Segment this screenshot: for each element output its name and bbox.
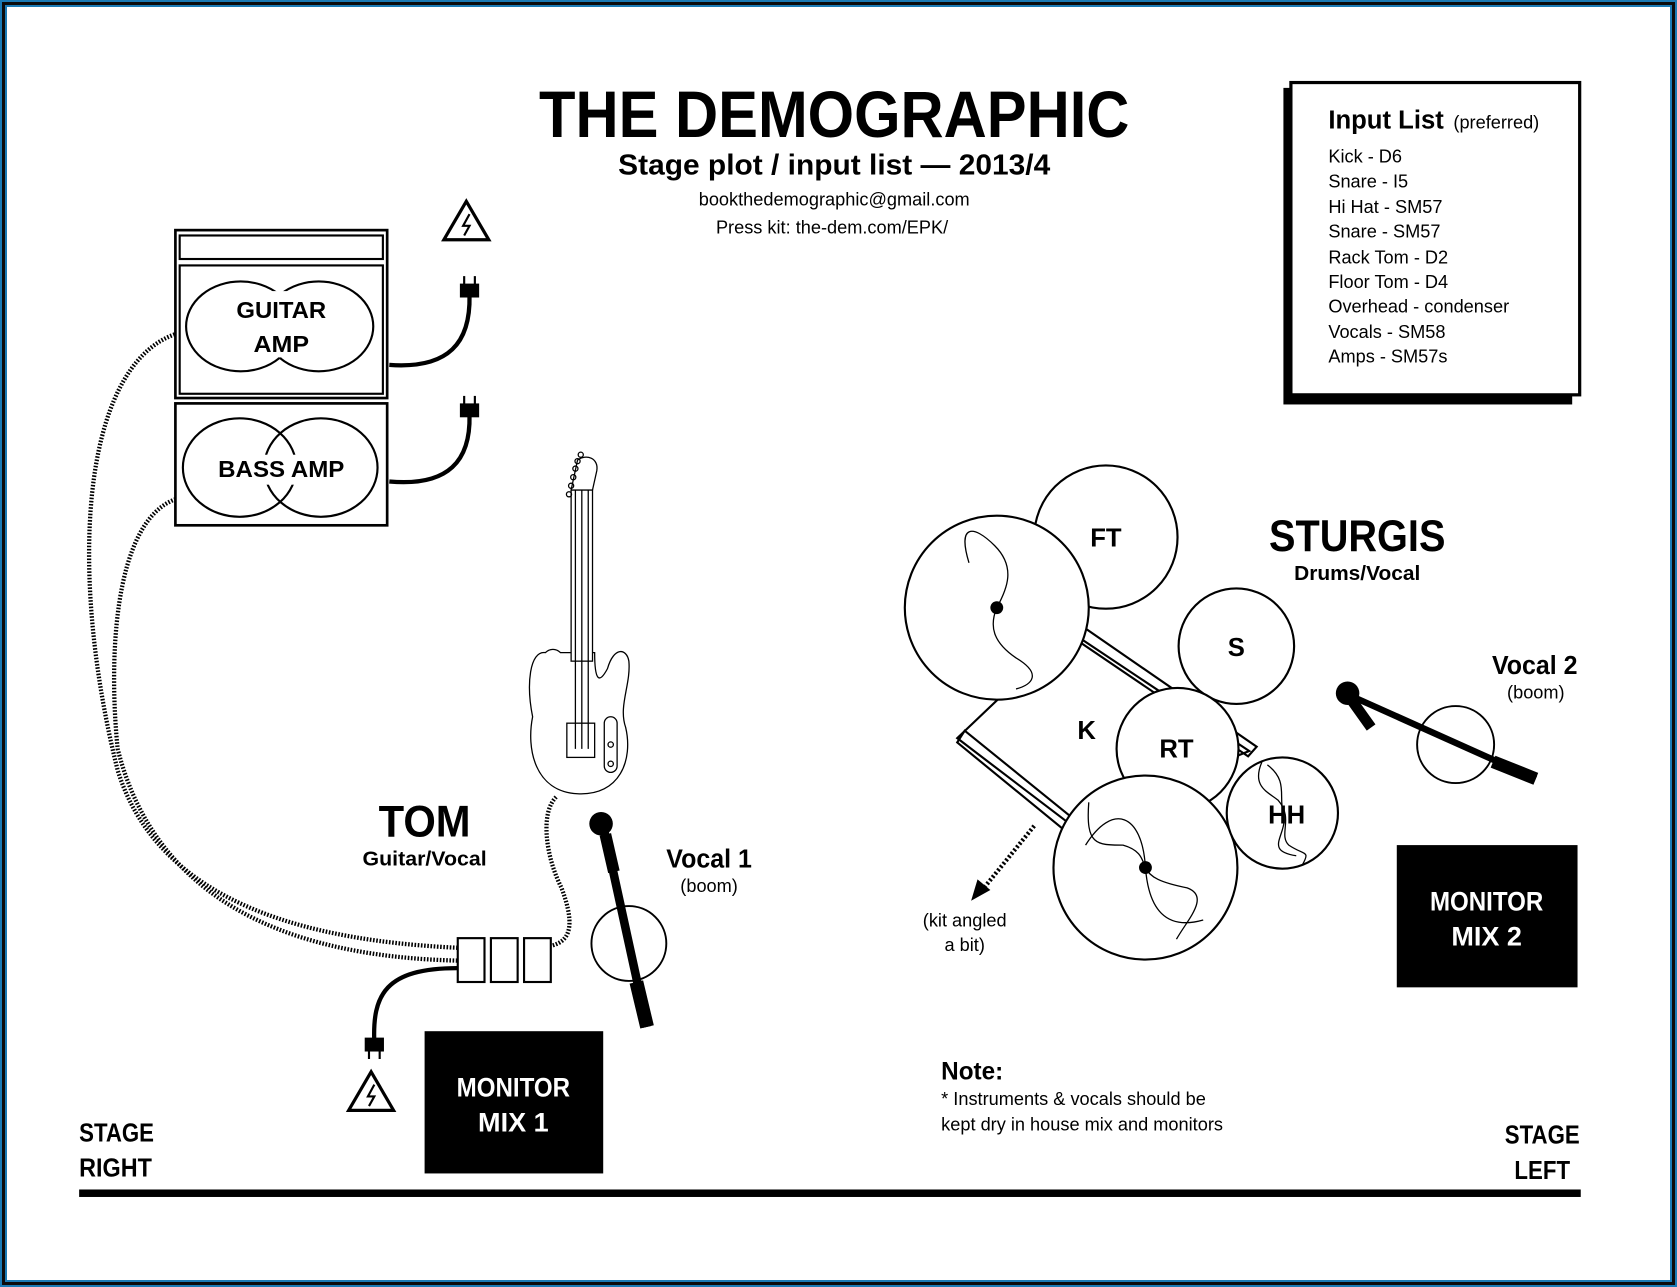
vocal-2-label: Vocal 2 — [1492, 652, 1578, 680]
crash-cymbal-left — [903, 514, 1090, 701]
monitor-mix-1-line2: MIX 1 — [478, 1108, 549, 1138]
performer-name-sturgis: STURGIS — [1269, 510, 1445, 561]
monitor-mix-1-line1: MONITOR — [457, 1072, 570, 1102]
kit-angle-note-line1: (kit angled — [923, 910, 1007, 930]
guitar-amp: GUITAR AMP — [174, 228, 389, 400]
note-line1: * Instruments & vocals should be — [941, 1089, 1206, 1109]
guitar-amp-label-line1: GUITAR — [236, 297, 326, 323]
electrical-hazard-icon — [347, 1070, 396, 1112]
snare-drum: S — [1177, 587, 1296, 705]
di-boxes — [456, 937, 552, 984]
power-plug-icon — [459, 276, 480, 298]
drum-kit: FT S K RT HH — [903, 464, 1340, 961]
guitar-cable — [544, 795, 572, 948]
electric-guitar-icon — [528, 451, 630, 795]
kit-angle-note-line2: a bit) — [944, 935, 984, 955]
performer-role-tom: Guitar/Vocal — [363, 848, 487, 870]
hi-hat-label: HH — [1268, 802, 1305, 830]
input-item: Snare - I5 — [1328, 171, 1408, 191]
monitor-mix-2-line1: MONITOR — [1430, 886, 1543, 916]
microphone-icon — [1335, 681, 1360, 705]
stage-left-line2: LEFT — [1514, 1157, 1570, 1185]
power-cables — [371, 295, 472, 1044]
page-title: THE DEMOGRAPHIC — [539, 78, 1129, 152]
vocal-2-mic-stand — [1335, 681, 1539, 785]
snare-label: S — [1228, 634, 1245, 662]
guitar-amp-label-line2: AMP — [253, 331, 309, 357]
power-plug-icon — [459, 395, 480, 418]
input-item: Hi Hat - SM57 — [1328, 197, 1442, 217]
power-plug-icon — [364, 1037, 384, 1060]
monitor-mix-2: MONITOR MIX 2 — [1396, 845, 1578, 988]
vocal-1-label: Vocal 1 — [666, 846, 752, 874]
input-item: Snare - SM57 — [1328, 222, 1440, 242]
rack-tom-label: RT — [1159, 735, 1194, 763]
cymbal-stand-icon — [1139, 861, 1152, 874]
page-subtitle: Stage plot / input list — 2013/4 — [618, 150, 1050, 182]
vocal-2-type: (boom) — [1507, 683, 1565, 703]
input-item: Floor Tom - D4 — [1328, 272, 1448, 292]
note-heading: Note: — [941, 1058, 1003, 1085]
floor-tom-label: FT — [1090, 525, 1122, 553]
stage-front-edge — [79, 1189, 1581, 1197]
input-item: Overhead - condenser — [1328, 296, 1509, 316]
monitor-mix-2-line2: MIX 2 — [1451, 922, 1522, 952]
di-box — [522, 937, 552, 984]
input-list-heading: Input List (preferred) — [1328, 107, 1539, 135]
bass-amp: BASS AMP — [174, 402, 389, 527]
hi-hat: HH — [1225, 756, 1340, 870]
bass-amp-cable — [111, 494, 458, 963]
input-list-title: Input List — [1328, 107, 1444, 135]
microphone-icon — [589, 811, 613, 836]
stage-left-line1: STAGE — [1505, 1121, 1580, 1149]
input-item: Kick - D6 — [1328, 147, 1402, 167]
stage-right-line1: STAGE — [79, 1119, 154, 1147]
ride-cymbal-right — [1052, 774, 1239, 961]
kick-label: K — [1077, 717, 1096, 745]
performer-name-tom: TOM — [379, 796, 471, 847]
input-item: Amps - SM57s — [1328, 347, 1447, 367]
stage-right-line2: RIGHT — [79, 1155, 152, 1183]
cymbal-stand-icon — [990, 601, 1004, 615]
bass-amp-label: BASS AMP — [218, 456, 344, 482]
monitor-mix-1: MONITOR MIX 1 — [424, 1031, 604, 1174]
electrical-hazard-icon — [442, 199, 491, 242]
instrument-cables — [86, 329, 572, 963]
input-list-box: Input List (preferred) Kick - D6 Snare -… — [1283, 80, 1582, 405]
input-list-qualifier: (preferred) — [1453, 113, 1539, 133]
di-box — [456, 937, 486, 984]
note-line2: kept dry in house mix and monitors — [941, 1115, 1223, 1135]
contact-email[interactable]: bookthedemographic@gmail.com — [699, 190, 970, 210]
di-box — [489, 937, 519, 984]
vocal-1-mic-stand — [589, 811, 668, 1029]
performer-role-sturgis: Drums/Vocal — [1294, 563, 1420, 585]
input-item: Rack Tom - D2 — [1328, 247, 1448, 267]
kit-angle-arrow — [971, 824, 1036, 901]
vocal-1-type: (boom) — [680, 876, 738, 896]
input-item: Vocals - SM58 — [1328, 322, 1445, 342]
press-kit-link[interactable]: Press kit: the-dem.com/EPK/ — [716, 217, 949, 237]
